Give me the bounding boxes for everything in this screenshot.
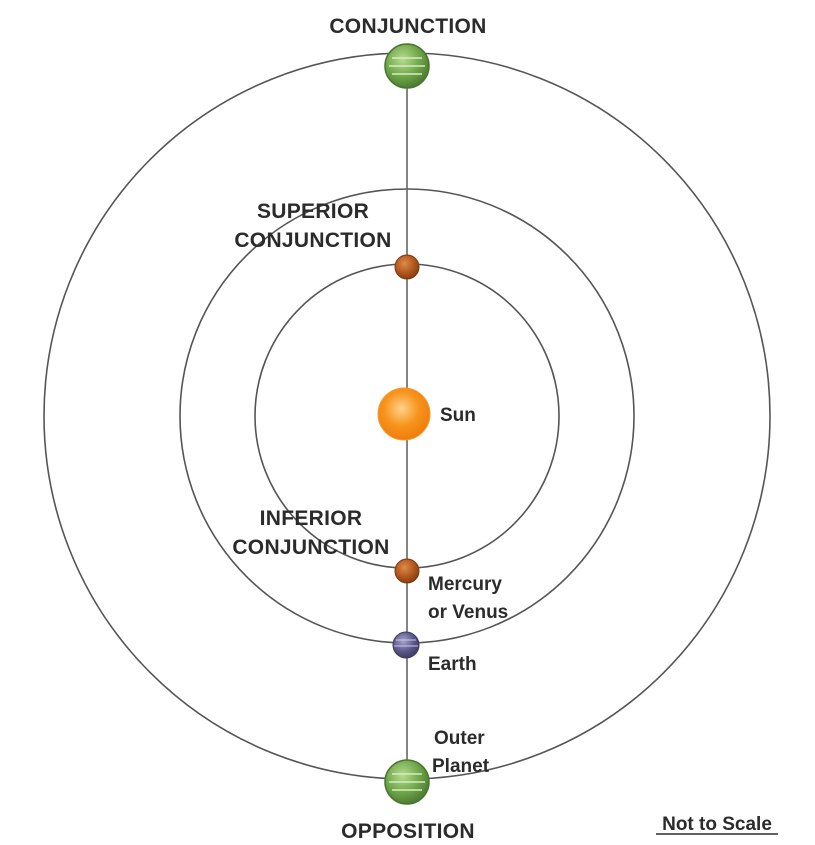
sun-label: Sun: [440, 405, 476, 426]
sun-icon: [377, 387, 431, 441]
inner-planet-superior-icon: [394, 254, 420, 280]
earth-icon: [392, 631, 420, 659]
outer-planet-label-line2: Planet: [432, 756, 490, 777]
earth-label: Earth: [428, 654, 477, 675]
superior-conjunction-label-line1: SUPERIOR: [257, 200, 369, 223]
outer-planet-conjunction-icon: [384, 43, 430, 89]
opposition-label: OPPOSITION: [341, 820, 475, 843]
scale-note: Not to Scale: [662, 814, 772, 835]
superior-conjunction-label-line2: CONJUNCTION: [234, 229, 391, 252]
outer-planet-label-line1: Outer: [434, 728, 485, 749]
inner-planet-inferior-icon: [394, 558, 420, 584]
inferior-conjunction-label-line2: CONJUNCTION: [232, 536, 389, 559]
mercury-venus-label-line2: or Venus: [428, 602, 508, 623]
mercury-venus-label-line1: Mercury: [428, 574, 502, 595]
inferior-conjunction-label-line1: INFERIOR: [260, 507, 363, 530]
conjunction-label: CONJUNCTION: [329, 15, 486, 38]
outer-planet-opposition-icon: [384, 759, 430, 805]
